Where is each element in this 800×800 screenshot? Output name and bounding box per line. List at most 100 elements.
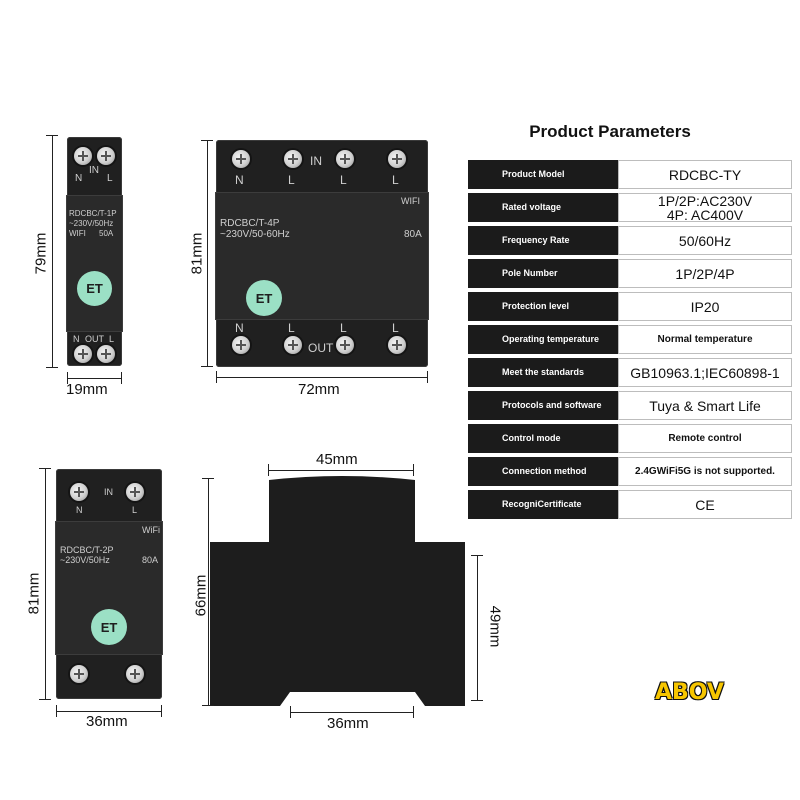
label-in: IN — [104, 487, 113, 497]
parameter-value: RDCBC-TY — [618, 160, 792, 189]
label-n: N — [73, 334, 80, 344]
label-l: L — [288, 321, 295, 335]
dim-2p-width-tick-left — [56, 705, 57, 717]
dim-2p-height-tick-top — [39, 468, 51, 469]
rating-label: ~230V/50Hz — [69, 219, 114, 228]
parameter-value: Normal temperature — [618, 325, 792, 354]
watermark-logo: ABOV — [655, 680, 724, 705]
label-l: L — [340, 173, 347, 187]
model-label: RDCBC/T-2P — [60, 545, 114, 555]
label-l: L — [107, 173, 113, 184]
label-n: N — [75, 173, 83, 184]
side-profile-silhouette — [210, 476, 465, 706]
screw-icon — [126, 483, 144, 501]
screw-icon — [284, 336, 302, 354]
et-logo: ET — [91, 609, 127, 645]
amps-label: 80A — [142, 555, 159, 565]
screw-icon — [97, 147, 115, 165]
dim-4p-width: 72mm — [298, 381, 340, 398]
parameter-key: Product Model — [468, 160, 618, 189]
parameter-key: Protocols and software — [468, 391, 618, 420]
dim-4p-width-line — [216, 377, 428, 378]
parameter-key: Operating temperature — [468, 325, 618, 354]
screw-icon — [232, 150, 250, 168]
breaker-4p: IN N L L L WIFI RDCBC/T-4P ~230V/50-60Hz… — [215, 140, 429, 367]
dim-side-height-line — [208, 478, 209, 706]
label-l: L — [392, 173, 399, 187]
screw-icon — [232, 336, 250, 354]
parameter-key: Protection level — [468, 292, 618, 321]
dim-2p-width: 36mm — [86, 713, 128, 730]
dim-side-bottom-line — [290, 712, 414, 713]
parameter-key: Meet the standards — [468, 358, 618, 387]
label-out: OUT — [308, 341, 334, 355]
dim-2p-height-tick-bottom — [39, 699, 51, 700]
et-logo: ET — [77, 271, 112, 306]
dim-side-height-tick-bottom — [202, 705, 214, 706]
label-n: N — [235, 321, 244, 335]
rating-label: ~230V/50-60Hz — [220, 229, 290, 240]
dim-side-top-line — [268, 470, 414, 471]
dim-4p-height-tick-top — [201, 140, 213, 141]
wifi-label: WiFi — [142, 525, 160, 535]
dim-2p-height-line — [45, 468, 46, 700]
parameter-value: IP20 — [618, 292, 792, 321]
label-l: L — [288, 173, 295, 187]
label-in: IN — [89, 165, 99, 176]
dim-1p-height-tick-top — [46, 135, 58, 136]
dim-side-right-tick-top — [471, 555, 483, 556]
screw-icon — [97, 345, 115, 363]
dim-side-height-tick-top — [202, 478, 214, 479]
dim-side-right-tick-bottom — [471, 700, 483, 701]
dim-side-height: 66mm — [192, 574, 210, 617]
screw-icon — [74, 345, 92, 363]
label-n: N — [235, 173, 244, 187]
parameter-key: Control mode — [468, 424, 618, 453]
parameter-value: GB10963.1;IEC60898-1 — [618, 358, 792, 387]
dim-side-top-tick-right — [413, 464, 414, 476]
breaker-2p: IN N L WiFi RDCBC/T-2P ~230V/50Hz 80A ET — [55, 469, 163, 699]
parameter-key: Frequency Rate — [468, 226, 618, 255]
et-logo: ET — [246, 280, 282, 316]
dim-1p-width-tick-left — [67, 372, 68, 384]
label-l: L — [340, 321, 347, 335]
parameter-value: CE — [618, 490, 792, 519]
screw-icon — [336, 336, 354, 354]
dim-1p-width-line — [67, 378, 122, 379]
breaker-1p-face — [66, 195, 123, 332]
screw-icon — [336, 150, 354, 168]
dim-side-bottom: 36mm — [327, 715, 369, 732]
dim-4p-height-line — [207, 140, 208, 367]
parameter-value: 1P/2P/4P — [618, 259, 792, 288]
label-l: L — [109, 334, 115, 344]
dim-4p-height-tick-bottom — [201, 366, 213, 367]
screw-icon — [388, 336, 406, 354]
screw-icon — [70, 665, 88, 683]
screw-icon — [284, 150, 302, 168]
wifi-label: WIFI — [401, 196, 420, 206]
parameter-key: RecogniCertificate — [468, 490, 618, 519]
label-l: L — [132, 505, 138, 515]
dim-side-bottom-tick-left — [290, 706, 291, 718]
label-l: L — [392, 321, 399, 335]
dim-1p-width: 19mm — [66, 381, 108, 398]
model-label: RDCBC/T-1P — [69, 209, 117, 218]
parameter-value: Tuya & Smart Life — [618, 391, 792, 420]
label-n: N — [76, 505, 83, 515]
dim-side-top-tick-left — [268, 464, 269, 476]
dim-4p-width-tick-right — [427, 371, 428, 383]
dim-1p-height-tick-bottom — [46, 367, 58, 368]
dim-2p-width-line — [56, 711, 162, 712]
wifi-label: WIFI — [69, 229, 86, 238]
parameter-key: Connection method — [468, 457, 618, 486]
parameter-value: Remote control — [618, 424, 792, 453]
breaker-1p: IN N L RDCBC/T-1P ~230V/50Hz WIFI 50A ET… — [66, 137, 123, 366]
